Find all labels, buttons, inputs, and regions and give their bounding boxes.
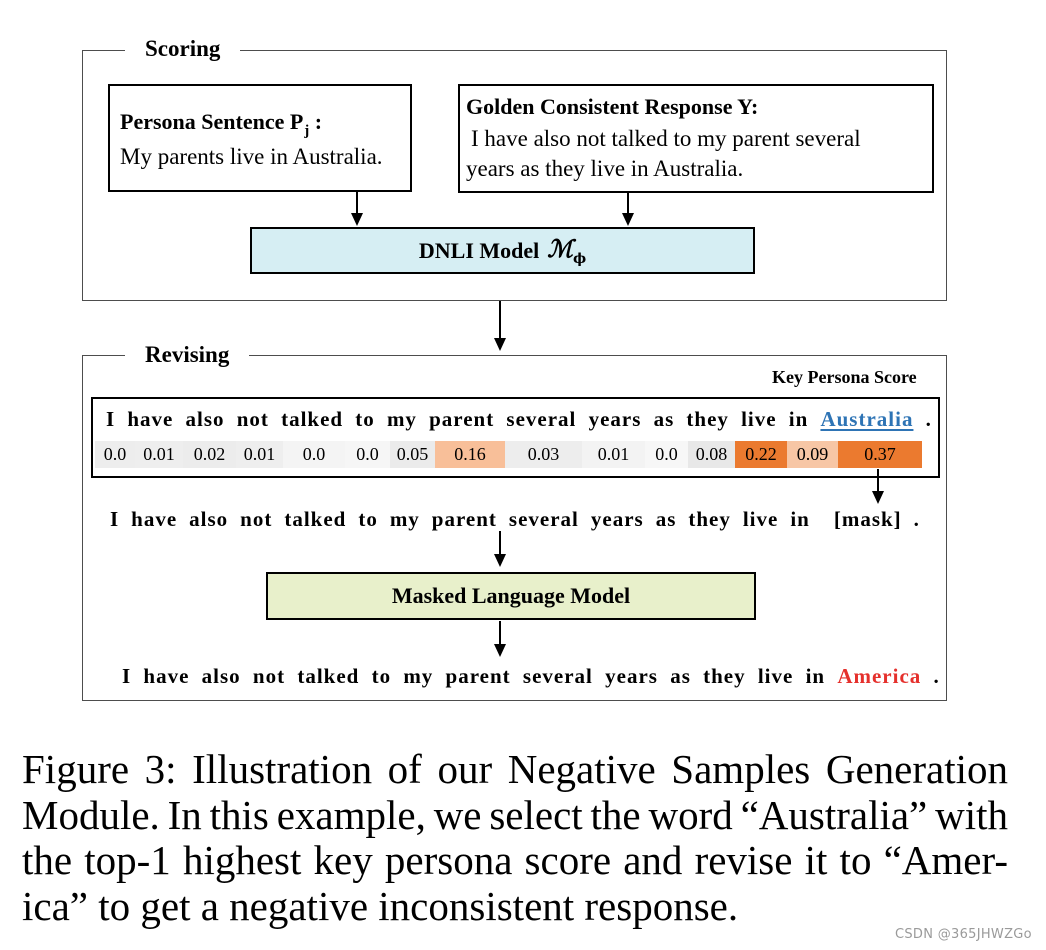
sentence-word: several [506, 407, 577, 431]
arrow-scoring-to-revising [494, 301, 506, 351]
sentence-period: . [913, 507, 920, 531]
sentence-word: live [742, 507, 779, 531]
sentence-word: as [653, 407, 675, 431]
sentence-word: talked [281, 407, 344, 431]
sentence-word: years [588, 407, 642, 431]
sentence-word: I [110, 507, 120, 531]
sentence-word: also [201, 664, 241, 688]
sentence-word: talked [284, 507, 347, 531]
response-line: I have also not talked to my parent seve… [471, 126, 861, 151]
persona-title-text: Persona Sentence P [120, 109, 304, 134]
revising-frame [82, 355, 947, 701]
persona-title-suffix: : [309, 109, 323, 134]
caption-line: the top-1 highest key persona score and … [22, 837, 1008, 883]
dnli-model-symbol-letter: ℳ [547, 234, 573, 263]
sentence-word: as [655, 507, 677, 531]
score-cell: 0.16 [435, 441, 505, 468]
sentence-word: they [703, 664, 746, 688]
score-cell: 0.09 [787, 441, 838, 468]
sentence-period: . [925, 407, 932, 431]
key-persona-score-title: Key Persona Score [772, 367, 917, 387]
keyword-word: Australia [820, 407, 914, 431]
sentence-word: years [590, 507, 644, 531]
mask-token: [mask] [833, 507, 902, 531]
score-cell: 0.0 [95, 441, 135, 468]
sentence-word: my [403, 664, 434, 688]
sentence-word: several [522, 664, 593, 688]
figure-caption: Figure 3: Illustration of our Negative S… [22, 746, 1008, 929]
sentence-word: also [189, 507, 229, 531]
score-cell: 0.02 [183, 441, 236, 468]
replacement-word: America [837, 664, 922, 688]
score-cell: 0.01 [582, 441, 645, 468]
sentence-word: I [106, 407, 116, 431]
score-cell: 0.05 [390, 441, 435, 468]
sentence-period: . [933, 664, 940, 688]
sentence-word: live [757, 664, 794, 688]
dnli-model-box: DNLI Model ℳϕ [250, 227, 755, 274]
sentence-word: parent [445, 664, 511, 688]
response-line: years as they live in Australia. [466, 156, 744, 181]
masked-language-model-label: Masked Language Model [391, 583, 631, 608]
score-cell: 0.01 [236, 441, 283, 468]
score-cell: 0.03 [505, 441, 582, 468]
response-box: Golden Consistent Response Y: I have als… [458, 84, 934, 193]
watermark: CSDN @365JHWZGo [895, 927, 1032, 942]
sentence-word: they [686, 407, 729, 431]
sentence-word: several [508, 507, 579, 531]
sentence-word: in [788, 407, 809, 431]
sentence-word: not [236, 407, 269, 431]
arrow-head [494, 338, 506, 351]
sentence-word: not [252, 664, 286, 688]
score-cell: 0.08 [688, 441, 735, 468]
sentence-word: in [790, 507, 810, 531]
sentence-word: to [358, 507, 378, 531]
sentence-word: to [371, 664, 392, 688]
sentence-word: parent [429, 407, 495, 431]
score-cell: 0.22 [735, 441, 787, 468]
dnli-model-symbol-subscript: ϕ [572, 251, 587, 267]
sentence-word: my [389, 507, 420, 531]
dnli-model-symbol: ℳϕ [547, 234, 586, 267]
scoring-label: Scoring [125, 36, 241, 62]
sentence-word: talked [297, 664, 360, 688]
response-title: Golden Consistent Response Y: [466, 94, 759, 119]
sentence-word: live [741, 407, 777, 431]
sentence-word: have [127, 407, 174, 431]
score-cell: 0.37 [838, 441, 922, 468]
sentence-word: parent [431, 507, 497, 531]
sentence-word: also [185, 407, 225, 431]
dnli-model-label: DNLI Model [418, 237, 540, 263]
sentence-word: not [240, 507, 273, 531]
score-cell: 0.0 [645, 441, 688, 468]
sentence-word: have [143, 664, 190, 688]
persona-text: My parents live in Australia. [120, 144, 383, 169]
revising-label: Revising [125, 342, 250, 368]
caption-line: Module. In this example, we select the w… [22, 791, 1008, 838]
caption-line: ica” to get a negative inconsistent resp… [22, 882, 739, 929]
sentence-word: have [131, 507, 178, 531]
sentence-word: I [122, 664, 132, 688]
score-cell: 0.0 [345, 441, 390, 468]
score-cell: 0.01 [135, 441, 183, 468]
persona-box: Persona Sentence Pj : My parents live in… [108, 84, 412, 192]
sentence-word: years [605, 664, 658, 688]
persona-title-subscript: j [304, 123, 310, 139]
sentence-word: in [805, 664, 826, 688]
masked-language-model-box: Masked Language Model [266, 572, 756, 620]
sentence-word: my [386, 407, 417, 431]
caption-line: Figure 3: Illustration of our Negative S… [22, 746, 1008, 792]
sentence-word: as [670, 664, 691, 688]
sentence-word: to [355, 407, 375, 431]
scoring-frame [82, 50, 947, 301]
sentence-word: they [688, 507, 731, 531]
persona-title: Persona Sentence Pj : [120, 109, 322, 144]
score-cell: 0.0 [283, 441, 345, 468]
